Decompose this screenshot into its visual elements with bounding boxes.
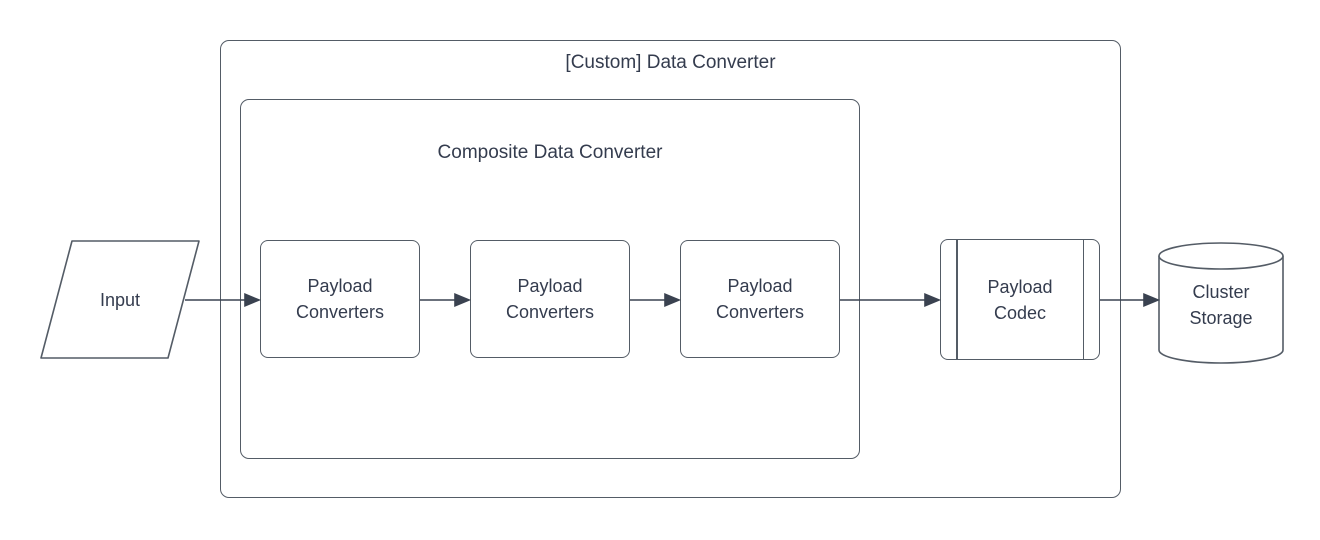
payload-converters-label-1: Payload Converters bbox=[295, 276, 385, 322]
input-label: Input bbox=[99, 289, 141, 310]
custom-data-converter-group bbox=[220, 40, 1121, 498]
flow-arrowhead-codec-to-storage bbox=[1143, 293, 1161, 307]
payload-converters-label-3: Payload Converters bbox=[715, 276, 805, 322]
codec-right-bar bbox=[1082, 240, 1084, 359]
payload-converters-label-2: Payload Converters bbox=[505, 276, 595, 322]
cluster-storage-top bbox=[1158, 242, 1284, 270]
cluster-storage-label: Cluster Storage bbox=[1189, 282, 1253, 328]
payload-converters-node-1: Payload Converters bbox=[260, 240, 420, 358]
payload-converters-node-2: Payload Converters bbox=[470, 240, 630, 358]
input-node-shape bbox=[40, 240, 200, 359]
composite-data-converter-group bbox=[240, 99, 860, 459]
payload-codec-label: Payload Codec bbox=[987, 276, 1053, 323]
payload-codec-node: Payload Codec bbox=[940, 239, 1100, 360]
composite-data-converter-title: Composite Data Converter bbox=[437, 142, 663, 163]
cluster-storage-body bbox=[1158, 256, 1284, 364]
custom-data-converter-title: [Custom] Data Converter bbox=[565, 52, 776, 73]
payload-converters-node-3: Payload Converters bbox=[680, 240, 840, 358]
codec-left-bar bbox=[956, 240, 958, 359]
